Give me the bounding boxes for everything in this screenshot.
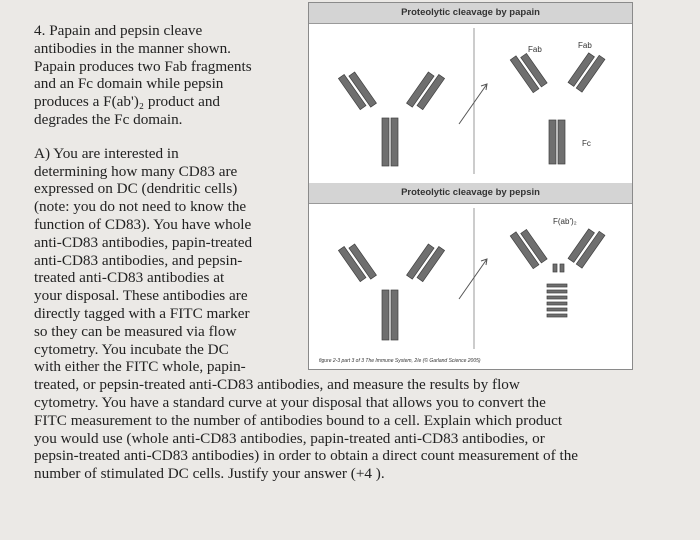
fab-fragment-left [509, 52, 548, 94]
pepsin-title: Proteolytic cleavage by pepsin [309, 183, 632, 204]
intro-line: produces a F(ab')₂ product and [34, 93, 221, 111]
cleavage-figure: Proteolytic cleavage by papain Fab Fa [308, 2, 633, 370]
part-a-wide-line: treated, or pepsin-treated anti-CD83 ant… [34, 376, 520, 394]
part-a-wide-line: cytometry. You have a standard curve at … [34, 393, 546, 411]
fc-domain [548, 119, 566, 165]
papain-title: Proteolytic cleavage by papain [309, 3, 632, 24]
part-a-line: with either the FITC whole, papin- [34, 358, 246, 376]
part-a-wide-line: pepsin-treated anti-CD83 antibodies) in … [34, 447, 579, 465]
intro-line: 4. Papain and pepsin cleave [34, 22, 203, 39]
part-a-line: so they can be measured via flow [34, 322, 237, 340]
fab-label-1: Fab [528, 45, 542, 54]
part-a-line: A) You are interested in [34, 144, 179, 162]
part-a-wide-line: FITC measurement to the number of antibo… [34, 411, 563, 429]
fab2-label: F(ab')₂ [553, 217, 577, 226]
part-a-line: anti-CD83 antibodies, and pepsin- [34, 251, 243, 269]
part-a-line: expressed on DC (dendritic cells) [34, 180, 238, 198]
intro-line: Papain produces two Fab fragments [34, 57, 252, 75]
part-a-wide-text: treated, or pepsin-treated anti-CD83 ant… [34, 376, 674, 483]
fab-label-2: Fab [578, 41, 592, 50]
fab2-fragment [509, 228, 606, 273]
part-a-line: your disposal. These antibodies are [34, 287, 248, 305]
whole-antibody-pepsin [337, 243, 446, 341]
part-a-line: directly tagged with a FITC marker [34, 304, 250, 322]
question-intro: 4. Papain and pepsin cleave antibodies i… [34, 22, 296, 129]
whole-antibody-papain [337, 71, 446, 167]
figure-caption: figure 2-3 part 3 of 3 The Immune System… [319, 358, 481, 364]
pepsin-diagram [337, 208, 606, 349]
papain-diagram [337, 28, 606, 174]
intro-line: antibodies in the manner shown. [34, 39, 231, 57]
part-a-line: cytometry. You incubate the DC [34, 340, 229, 358]
part-a-line: anti-CD83 antibodies, papin-treated [34, 233, 253, 251]
fab-fragment-right [567, 52, 606, 93]
fc-label: Fc [582, 139, 591, 148]
intro-line: degrades the Fc domain. [34, 110, 183, 128]
question-text: 4. Papain and pepsin cleave antibodies i… [34, 22, 674, 483]
part-a-line: (note: you do not need to know the [34, 198, 247, 216]
part-a-line: function of CD83). You have whole [34, 215, 252, 233]
part-a-text: A) You are interested in determining how… [34, 145, 296, 376]
intro-line: and an Fc domain while pepsin [34, 75, 224, 93]
part-a-wide-line: number of stimulated DC cells. Justify y… [34, 465, 385, 483]
part-a-wide-line: you would use (whole anti-CD83 antibodie… [34, 429, 545, 447]
part-a-line: treated anti-CD83 antibodies at [34, 269, 225, 287]
part-a-line: determining how many CD83 are [34, 162, 238, 180]
degraded-fc-pieces [546, 283, 568, 318]
